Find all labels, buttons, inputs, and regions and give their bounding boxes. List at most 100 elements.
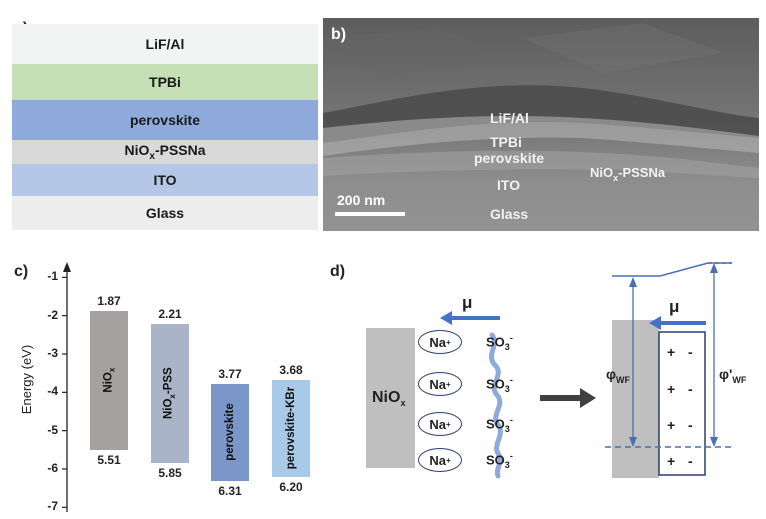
so3-symbol: SO — [486, 334, 505, 350]
so3-subscript: 3 — [504, 459, 510, 470]
layer-niox-pssna-label: NiOx-PSSNa — [124, 142, 205, 162]
mu-arrow-left-head — [440, 311, 452, 325]
minus-charge: - — [688, 344, 693, 360]
scale-bar — [335, 212, 405, 216]
layer-tpbi: TPBi — [12, 64, 318, 100]
so3-charge: - — [509, 375, 513, 385]
so3-group: SO3- — [486, 333, 513, 352]
so3-subscript: 3 — [504, 341, 510, 352]
niox-rest: -PSSNa — [154, 142, 206, 159]
bar-top-value: 3.68 — [279, 363, 303, 378]
minus-charge: - — [688, 453, 693, 469]
so3-group: SO3- — [486, 451, 513, 470]
sem-cross-section-image — [323, 18, 759, 231]
y-tick-label: -1 — [47, 269, 58, 284]
y-tick-label: -2 — [47, 307, 58, 322]
niox-block — [366, 328, 415, 468]
bar-bottom-value: 6.31 — [218, 483, 242, 498]
so3-symbol: SO — [486, 376, 505, 392]
bar-bottom-value: 5.85 — [158, 466, 182, 481]
layer-tpbi-label: TPBi — [149, 74, 181, 90]
transition-arrow-head — [580, 388, 596, 408]
layer-ito-label: ITO — [153, 172, 177, 188]
phi-wf-prime-label: φ'WF — [719, 366, 746, 385]
niox-sub: x — [149, 150, 155, 162]
sem-label-tpbi: TPBi — [490, 134, 522, 150]
layer-perovskite: perovskite — [12, 100, 318, 140]
panel-c-label: c) — [14, 263, 29, 280]
y-tick-label: -5 — [47, 422, 58, 437]
dipole-box — [658, 331, 706, 476]
so3-charge: - — [509, 333, 513, 343]
phi-wf-sub: WF — [616, 374, 631, 385]
na-ion-charge: + — [445, 419, 451, 429]
mu-arrow-right-head — [649, 316, 661, 330]
mu-label-left: μ — [462, 293, 473, 312]
bar-bottom-value: 5.51 — [97, 453, 121, 468]
na-ion: Na+ — [418, 372, 462, 396]
y-axis-ticks — [62, 276, 67, 508]
pss-chain — [488, 332, 503, 479]
panel-b-label: b) — [331, 26, 347, 43]
phi-wf-label: φWF — [606, 366, 630, 385]
niox-block-right — [612, 320, 659, 478]
plus-charge: + — [667, 417, 676, 433]
na-ion: Na+ — [418, 448, 462, 472]
na-ion-symbol: Na — [429, 376, 446, 392]
sem-niox-sub: x — [613, 172, 619, 183]
sem-niox-rest: -PSSNa — [618, 165, 666, 180]
so3-subscript: 3 — [504, 383, 510, 394]
bar-top-value: 1.87 — [97, 293, 121, 308]
so3-symbol: SO — [486, 452, 505, 468]
na-ion-charge: + — [445, 455, 451, 465]
niox-label-d: NiOx — [372, 389, 405, 408]
y-tick-label: -4 — [47, 384, 58, 399]
layer-lif-al: LiF/Al — [12, 24, 318, 64]
so3-symbol: SO — [486, 416, 505, 432]
layer-perovskite-label: perovskite — [129, 112, 201, 128]
plus-charge: + — [667, 453, 676, 469]
y-tick-label: -7 — [47, 499, 58, 514]
sem-label-lif-al: LiF/Al — [490, 110, 529, 126]
niox-d-sub: x — [400, 398, 406, 409]
plus-charge: + — [667, 381, 676, 397]
y-tick-label: -3 — [47, 346, 58, 360]
bar-bottom-value: 6.20 — [279, 479, 303, 494]
sem-label-ito: ITO — [497, 177, 521, 193]
energy-bar — [151, 323, 189, 464]
layer-ito: ITO — [12, 164, 318, 196]
y-tick-label: -6 — [47, 461, 58, 475]
minus-charge: - — [688, 381, 693, 397]
sem-label-perovskite: perovskite — [474, 150, 545, 166]
minus-charge: - — [688, 417, 693, 433]
phi-wf-prime-sub: WF — [732, 374, 747, 385]
na-ion-charge: + — [445, 379, 451, 389]
vacuum-level-line — [612, 262, 732, 277]
sem-niox-main: NiO — [590, 165, 614, 180]
bar-top-value: 2.21 — [158, 306, 182, 321]
energy-axis — [62, 262, 71, 512]
panel-d-label: d) — [330, 263, 346, 280]
layer-glass-label: Glass — [145, 205, 185, 221]
na-ion-symbol: Na — [429, 334, 446, 350]
y-axis-arrow — [63, 262, 71, 272]
phi-wf-arrow-bottom — [629, 437, 637, 447]
niox-main: NiO — [124, 142, 150, 159]
plus-charge: + — [667, 344, 676, 360]
so3-group: SO3- — [486, 375, 513, 394]
phi-wf-prime-arrow-top — [710, 263, 718, 273]
bar-top-value: 3.77 — [218, 366, 242, 381]
phi-wf-arrow-top — [629, 277, 637, 287]
na-ion-symbol: Na — [429, 416, 446, 432]
na-ion: Na+ — [418, 330, 462, 354]
na-ion: Na+ — [418, 412, 462, 436]
sem-label-niox-pssna: NiOx-PSSNa — [590, 165, 665, 183]
layer-niox-pssna: NiOx-PSSNa — [12, 140, 318, 164]
phi-wf-main: φ — [606, 366, 617, 382]
phi-wf-prime-main: φ' — [719, 366, 733, 382]
sem-label-glass: Glass — [490, 206, 529, 222]
energy-bar — [272, 380, 310, 477]
na-ion-charge: + — [445, 337, 451, 347]
layer-lif-al-label: LiF/Al — [145, 36, 185, 52]
